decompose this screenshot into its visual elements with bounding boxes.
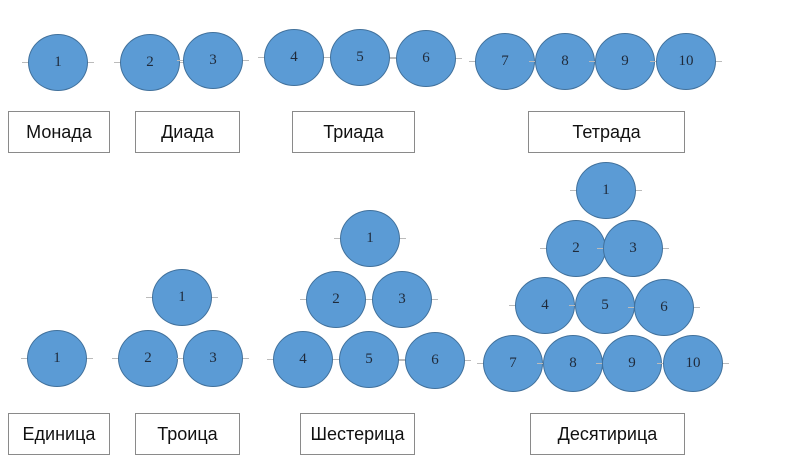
number-circle: 2 xyxy=(120,34,180,91)
number-circle: 7 xyxy=(475,33,535,90)
group-label: Десятирица xyxy=(530,413,685,455)
group-label: Монада xyxy=(8,111,110,153)
number-circle: 9 xyxy=(602,335,662,392)
number-circle: 1 xyxy=(340,210,400,267)
number-circle: 10 xyxy=(663,335,723,392)
number-circle: 6 xyxy=(396,30,456,87)
group-label: Единица xyxy=(8,413,110,455)
number-circle: 4 xyxy=(273,331,333,388)
number-circle: 3 xyxy=(183,330,243,387)
number-circle: 5 xyxy=(339,331,399,388)
group-label: Тетрада xyxy=(528,111,685,153)
number-circle: 2 xyxy=(118,330,178,387)
group-label: Троица xyxy=(135,413,240,455)
group-label: Триада xyxy=(292,111,415,153)
group-label: Диада xyxy=(135,111,240,153)
number-circle: 1 xyxy=(152,269,212,326)
number-circle: 1 xyxy=(576,162,636,219)
number-circle: 1 xyxy=(27,330,87,387)
number-circle: 6 xyxy=(405,332,465,389)
number-circle: 7 xyxy=(483,335,543,392)
number-circle: 3 xyxy=(603,220,663,277)
number-circle: 9 xyxy=(595,33,655,90)
number-circle: 4 xyxy=(515,277,575,334)
number-circle: 5 xyxy=(330,29,390,86)
number-circle: 4 xyxy=(264,29,324,86)
number-circle: 1 xyxy=(28,34,88,91)
group-label: Шестерица xyxy=(300,413,415,455)
number-circle: 2 xyxy=(306,271,366,328)
number-circle: 5 xyxy=(575,277,635,334)
number-circle: 3 xyxy=(183,32,243,89)
number-circle: 3 xyxy=(372,271,432,328)
number-circle: 10 xyxy=(656,33,716,90)
number-circle: 8 xyxy=(535,33,595,90)
number-circle: 6 xyxy=(634,279,694,336)
number-circle: 2 xyxy=(546,220,606,277)
number-circle: 8 xyxy=(543,335,603,392)
